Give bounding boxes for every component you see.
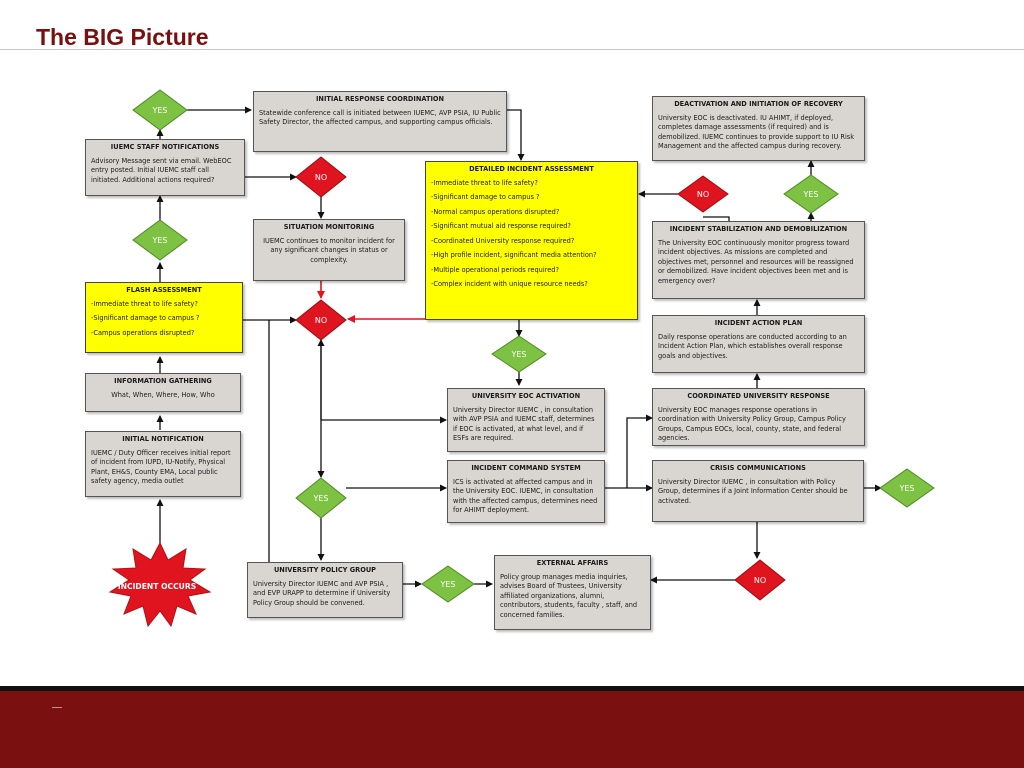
connector-stabilization-to-no: [703, 216, 730, 221]
assessment-item: -Campus operations disrupted?: [91, 328, 195, 337]
box-body: ICS is activated at affected campus and …: [453, 477, 598, 515]
box-title: INCIDENT COMMAND SYSTEM: [471, 464, 581, 472]
assessment-item: -High profile incident, significant medi…: [431, 251, 597, 260]
eoc-activation-box: UNIVERSITY EOC ACTIVATION University Dir…: [447, 388, 605, 452]
box-body: Policy group manages media inquiries, ad…: [500, 572, 638, 619]
svg-text:NO: NO: [754, 576, 766, 585]
svg-text:YES: YES: [151, 106, 167, 115]
box-title: UNIVERSITY POLICY GROUP: [273, 566, 377, 574]
university-policy-group-box: UNIVERSITY POLICY GROUP University Direc…: [247, 562, 403, 618]
svg-text:YES: YES: [151, 236, 167, 245]
decision-yes-recovery: YES: [783, 174, 839, 214]
footer-divider: [0, 686, 1024, 691]
svg-text:YES: YES: [898, 484, 914, 493]
box-body: Advisory Message sent via email. WebEOC …: [91, 156, 232, 184]
flowchart-connectors: YES NO YES NO YES YES YES NO YES YES NO: [108, 89, 935, 628]
box-body: Statewide conference call is initiated b…: [259, 108, 501, 127]
connector-initial-to-detailed: [507, 109, 525, 161]
decision-no-jic: NO: [734, 559, 786, 601]
decision-yes-detailed: YES: [491, 335, 547, 373]
deactivation-recovery-box: DEACTIVATION AND INITIATION OF RECOVERY …: [652, 96, 865, 161]
staff-notifications-box: IUEMC STAFF NOTIFICATIONS Advisory Messa…: [85, 139, 245, 196]
situation-monitoring-box: SITUATION MONITORING IUEMC continues to …: [253, 219, 405, 281]
decision-yes-bottom: YES: [421, 565, 475, 603]
svg-text:INCIDENT OCCURS: INCIDENT OCCURS: [118, 582, 196, 591]
external-affairs-box: EXTERNAL AFFAIRS Policy group manages me…: [494, 555, 651, 630]
decision-yes-left: YES: [295, 477, 347, 519]
box-body: Daily response operations are conducted …: [658, 332, 847, 360]
box-title: FLASH ASSESSMENT: [126, 286, 202, 294]
assessment-item: -Significant mutual aid response require…: [431, 222, 571, 231]
box-title: INITIAL RESPONSE COORDINATION: [315, 95, 445, 103]
box-title: UNIVERSITY EOC ACTIVATION: [471, 392, 581, 400]
box-body: University EOC is deactivated. IU AHIMT,…: [658, 113, 855, 151]
title-divider: [0, 49, 1024, 50]
footer-mark: [52, 707, 62, 708]
box-title: INITIAL NOTIFICATION: [122, 435, 204, 443]
assessment-item: -Normal campus operations disrupted?: [431, 207, 560, 216]
box-body: University EOC manages response operatio…: [658, 405, 846, 443]
initial-response-coordination-box: INITIAL RESPONSE COORDINATION Statewide …: [253, 91, 507, 152]
box-body: The University EOC continuously monitor …: [658, 238, 854, 285]
box-body: IUEMC continues to monitor incident for …: [263, 236, 395, 264]
box-title: CRISIS COMMUNICATIONS: [710, 464, 806, 472]
decision-yes-top: YES: [132, 89, 188, 131]
information-gathering-box: INFORMATION GATHERING What, When, Where,…: [85, 373, 241, 412]
box-title: IUEMC STAFF NOTIFICATIONS: [110, 143, 220, 151]
assessment-item: -Significant damage to campus ?: [431, 193, 540, 202]
decision-yes-jic: YES: [879, 468, 935, 508]
decision-no-upper: NO: [295, 156, 347, 198]
incident-action-plan-box: INCIDENT ACTION PLAN Daily response oper…: [652, 315, 865, 373]
coordinated-response-box: COORDINATED UNIVERSITY RESPONSE Universi…: [652, 388, 865, 446]
page-title: The BIG Picture: [36, 24, 209, 50]
crisis-communications-box: CRISIS COMMUNICATIONS University Directo…: [652, 460, 864, 522]
box-title: EXTERNAL AFFAIRS: [536, 559, 609, 567]
svg-text:YES: YES: [439, 580, 455, 589]
box-body: University Director IUEMC , in consultat…: [658, 477, 848, 505]
initial-notification-box: INITIAL NOTIFICATION IUEMC / Duty Office…: [85, 431, 241, 497]
connector-ics-to-coordinated: [626, 414, 653, 488]
assessment-item: -Complex incident with unique resource n…: [431, 280, 588, 289]
box-body: University Director IUEMC , in consultat…: [453, 405, 595, 443]
detailed-incident-assessment-box: DETAILED INCIDENT ASSESSMENT -Immediate …: [425, 161, 638, 320]
assessment-item: -Immediate threat to life safety?: [91, 299, 198, 308]
assessment-item: -Significant damage to campus ?: [91, 314, 200, 323]
decision-no-lower: NO: [295, 299, 347, 341]
decision-no-recovery: NO: [677, 175, 729, 213]
svg-text:YES: YES: [510, 350, 526, 359]
incident-command-system-box: INCIDENT COMMAND SYSTEM ICS is activated…: [447, 460, 605, 523]
assessment-item: -Multiple operational periods required?: [431, 265, 559, 274]
box-title: SITUATION MONITORING: [283, 223, 375, 231]
stabilization-demobilization-box: INCIDENT STABILIZATION AND DEMOBILIZATIO…: [652, 221, 865, 299]
decision-yes-middle: YES: [132, 219, 188, 261]
box-title: INFORMATION GATHERING: [114, 377, 212, 385]
box-title: COORDINATED UNIVERSITY RESPONSE: [687, 392, 830, 400]
box-body: University Director IUEMC and AVP PSIA ,…: [253, 579, 391, 607]
svg-text:NO: NO: [697, 190, 709, 199]
svg-text:YES: YES: [312, 494, 328, 503]
box-body: What, When, Where, How, Who: [111, 390, 215, 399]
box-title: INCIDENT STABILIZATION AND DEMOBILIZATIO…: [669, 225, 848, 233]
box-body: IUEMC / Duty Officer receives initial re…: [91, 448, 231, 486]
svg-text:NO: NO: [315, 173, 327, 182]
box-title: INCIDENT ACTION PLAN: [714, 319, 803, 327]
svg-text:YES: YES: [802, 190, 818, 199]
svg-text:NO: NO: [315, 316, 327, 325]
box-title: DETAILED INCIDENT ASSESSMENT: [469, 165, 594, 173]
box-title: DEACTIVATION AND INITIATION OF RECOVERY: [674, 100, 843, 108]
assessment-item: -Coordinated University response require…: [431, 236, 575, 245]
footer-band: [0, 691, 1024, 768]
flash-assessment-box: FLASH ASSESSMENT -Immediate threat to li…: [85, 282, 243, 353]
assessment-item: -Immediate threat to life safety?: [431, 178, 538, 187]
start-burst: INCIDENT OCCURS: [108, 541, 212, 628]
